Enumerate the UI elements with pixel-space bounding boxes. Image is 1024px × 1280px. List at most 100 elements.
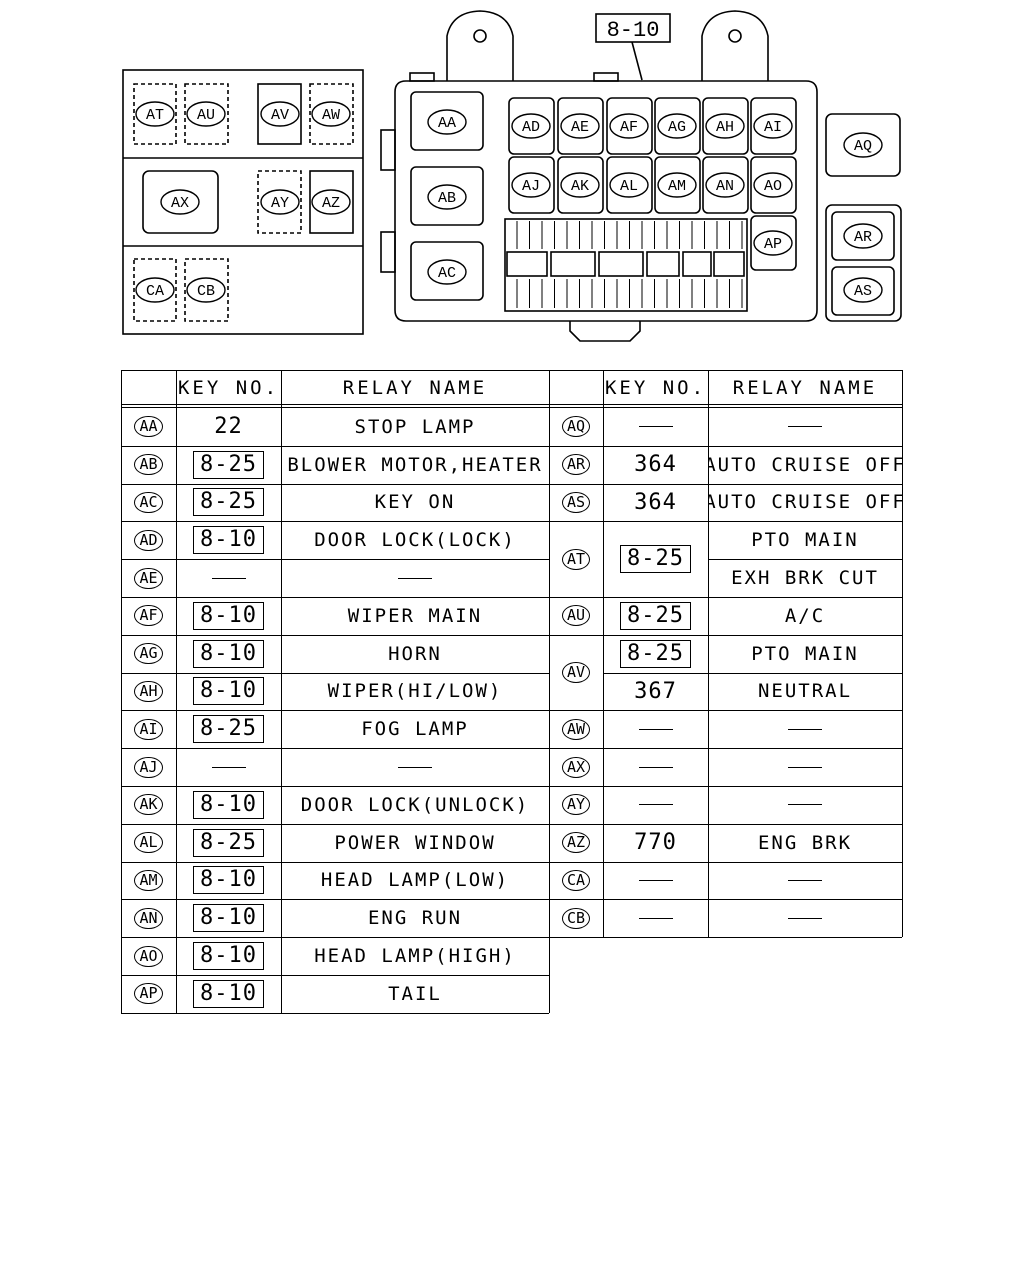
relay-location-label: AL xyxy=(620,178,638,195)
relay-name: ENG BRK xyxy=(757,831,853,854)
relay-location-marker xyxy=(560,172,600,198)
fuse-block xyxy=(504,218,748,312)
relay-location-label: AW xyxy=(322,107,340,124)
relay-name: BLOWER MOTOR,HEATER xyxy=(287,453,543,476)
relay-name: FOG LAMP xyxy=(361,718,469,741)
relay-name: A/C xyxy=(784,604,826,627)
relay-name-empty xyxy=(708,408,902,446)
relay-location-marker xyxy=(843,277,883,303)
key-number-empty xyxy=(603,862,708,900)
key-number: 8-10 xyxy=(176,521,281,559)
relay-name-empty xyxy=(281,748,549,786)
relay-name: WIPER(HI/LOW) xyxy=(327,680,503,703)
relay-location-label: AE xyxy=(571,119,589,136)
relay-location: AT xyxy=(549,521,603,597)
relay-location-marker xyxy=(260,101,300,127)
relay-name-empty xyxy=(708,899,902,937)
relay-location-label: AT xyxy=(146,107,164,124)
relay-location: AS xyxy=(549,484,603,522)
key-number: 8-10 xyxy=(176,597,281,635)
relay-name: NEUTRAL xyxy=(757,680,853,703)
relay-location-marker xyxy=(135,277,175,303)
relay-location: AP xyxy=(121,975,176,1013)
relay-location: AX xyxy=(549,748,603,786)
relay-location-label: AC xyxy=(438,265,456,282)
relay-location-marker xyxy=(186,277,226,303)
key-number: 364 xyxy=(634,452,677,478)
relay-location-marker xyxy=(135,101,175,127)
key-number: 22 xyxy=(214,414,243,440)
relay-location: AW xyxy=(549,710,603,748)
key-number: 8-10 xyxy=(176,673,281,711)
relay-location-label: AP xyxy=(764,236,782,253)
relay-location: AB xyxy=(121,446,176,484)
relay-location-marker xyxy=(753,172,793,198)
relay-location: AI xyxy=(121,710,176,748)
relay-location-marker xyxy=(160,189,200,215)
mount-ear-left xyxy=(446,10,514,81)
relay-location: CA xyxy=(549,862,603,900)
relay-name: PTO MAIN xyxy=(751,642,859,665)
key-number: 8-10 xyxy=(176,899,281,937)
column-header: RELAY NAME xyxy=(342,377,488,399)
relay-location: AM xyxy=(121,862,176,900)
key-number: 770 xyxy=(634,830,677,856)
relay-location-label: AY xyxy=(271,195,289,212)
relay-location-marker xyxy=(657,172,697,198)
relay-location-marker xyxy=(657,113,697,139)
relay-location-marker xyxy=(705,113,745,139)
relay-location-marker xyxy=(560,113,600,139)
relay-name: HORN xyxy=(388,642,442,665)
relay-location-marker xyxy=(753,230,793,256)
key-number: 8-25 xyxy=(176,484,281,522)
relay-location: AK xyxy=(121,786,176,824)
relay-location-label: AQ xyxy=(854,138,872,155)
relay-location-label: AO xyxy=(764,178,782,195)
main-relay-box xyxy=(394,80,818,322)
key-number-empty xyxy=(603,710,708,748)
relay-location-label: AU xyxy=(197,107,215,124)
relay-location: AF xyxy=(121,597,176,635)
relay-name-empty xyxy=(708,862,902,900)
key-number-empty xyxy=(603,899,708,937)
relay-location-label: AR xyxy=(854,229,872,246)
relay-location-label: AI xyxy=(764,119,782,136)
relay-name: AUTO CRUISE OFF xyxy=(708,453,902,476)
relay-name: STOP LAMP xyxy=(354,415,476,438)
column-header: KEY NO. xyxy=(604,377,707,399)
relay-location-marker xyxy=(186,101,226,127)
relay-name: HEAD LAMP(HIGH) xyxy=(314,945,516,968)
callout-box xyxy=(595,13,671,43)
relay-location: AV xyxy=(549,635,603,711)
key-number: 8-10 xyxy=(176,862,281,900)
relay-location-label: AN xyxy=(716,178,734,195)
relay-location-label: AJ xyxy=(522,178,540,195)
relay-location-label: CB xyxy=(197,283,215,300)
relay-location-marker xyxy=(753,113,793,139)
key-number: 8-25 xyxy=(603,521,708,597)
relay-location: AY xyxy=(549,786,603,824)
relay-location-label: AF xyxy=(620,119,638,136)
relay-location: AJ xyxy=(121,748,176,786)
relay-location-label: AX xyxy=(171,195,189,212)
relay-location-label: AV xyxy=(271,107,289,124)
left-relay-block xyxy=(122,69,364,335)
relay-name: POWER WINDOW xyxy=(334,831,496,854)
column-header: KEY NO. xyxy=(177,377,280,399)
relay-name-empty xyxy=(708,786,902,824)
key-number: 8-25 xyxy=(176,710,281,748)
relay-name: HEAD LAMP(LOW) xyxy=(320,869,510,892)
relay-location-marker xyxy=(311,189,351,215)
relay-name: DOOR LOCK(UNLOCK) xyxy=(300,793,530,816)
key-number: 8-25 xyxy=(176,824,281,862)
relay-name: DOOR LOCK(LOCK) xyxy=(314,529,516,552)
column-header: RELAY NAME xyxy=(732,377,878,399)
relay-location-label: AM xyxy=(668,178,686,195)
relay-location-label: AB xyxy=(438,190,456,207)
relay-location: AD xyxy=(121,521,176,559)
key-number-empty xyxy=(603,786,708,824)
key-number: 8-25 xyxy=(603,597,708,635)
key-number: 8-25 xyxy=(603,635,708,673)
key-number-empty xyxy=(176,748,281,786)
